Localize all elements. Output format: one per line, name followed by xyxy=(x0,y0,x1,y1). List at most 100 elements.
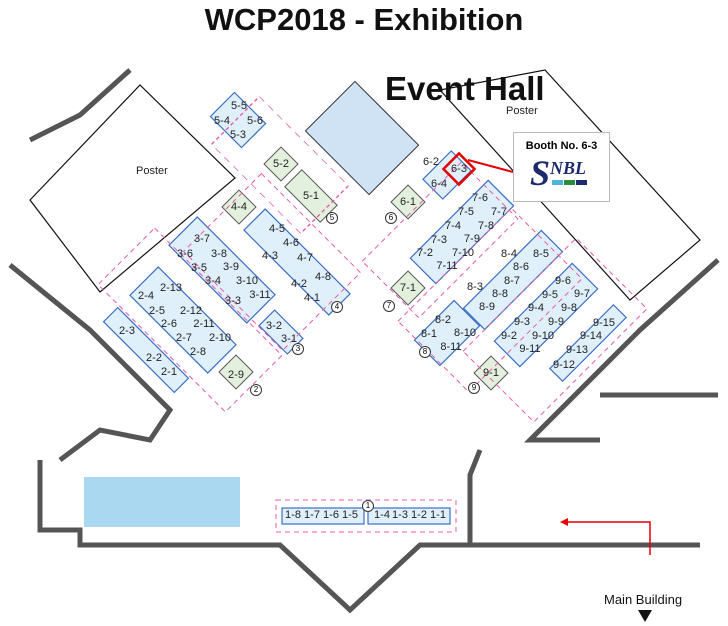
booth-9-1[interactable]: 9-1 xyxy=(483,367,499,379)
booth-9-6[interactable]: 9-6 xyxy=(555,275,571,287)
booth-9-15[interactable]: 9-15 xyxy=(592,317,616,329)
booth-1-2[interactable]: 1-2 xyxy=(411,509,427,521)
booth-2-6[interactable]: 2-6 xyxy=(161,318,177,330)
down-triangle-icon xyxy=(638,610,652,622)
booth-8-3[interactable]: 8-3 xyxy=(467,281,483,293)
booth-8-8[interactable]: 8-8 xyxy=(492,288,508,300)
booth-3-8[interactable]: 3-8 xyxy=(211,248,227,260)
booth-4-3[interactable]: 4-3 xyxy=(262,250,278,262)
booth-7-2[interactable]: 7-2 xyxy=(417,247,433,259)
booth-9-10[interactable]: 9-10 xyxy=(531,330,555,342)
booth-7-3[interactable]: 7-3 xyxy=(431,234,447,246)
booth-2-8[interactable]: 2-8 xyxy=(190,346,206,358)
booth-2-1[interactable]: 2-1 xyxy=(161,366,177,378)
booth-3-7[interactable]: 3-7 xyxy=(194,233,210,245)
booth-5-6[interactable]: 5-6 xyxy=(247,115,263,127)
booth-4-7[interactable]: 4-7 xyxy=(297,252,313,264)
booth-9-8[interactable]: 9-8 xyxy=(561,302,577,314)
booth-3-3[interactable]: 3-3 xyxy=(225,295,241,307)
booth-3-11[interactable]: 3-11 xyxy=(249,289,271,301)
booth-3-4[interactable]: 3-4 xyxy=(205,275,221,287)
highlight-booth-6-3[interactable] xyxy=(441,151,477,187)
booth-1-1[interactable]: 1-1 xyxy=(430,509,446,521)
booth-7-5[interactable]: 7-5 xyxy=(458,206,474,218)
booth-7-8[interactable]: 7-8 xyxy=(478,220,494,232)
seating-block xyxy=(304,80,420,196)
booth-4-4[interactable]: 4-4 xyxy=(231,201,247,213)
booth-8-11[interactable]: 8-11 xyxy=(440,341,462,353)
booth-8-7[interactable]: 8-7 xyxy=(504,275,520,287)
booth-8-2[interactable]: 8-2 xyxy=(435,314,451,326)
booth-4-6[interactable]: 4-6 xyxy=(283,237,299,249)
booth-4-8[interactable]: 4-8 xyxy=(315,271,331,283)
booth-1-3[interactable]: 1-3 xyxy=(392,509,408,521)
booth-1-7[interactable]: 1-7 xyxy=(304,509,320,521)
booth-5-5[interactable]: 5-5 xyxy=(231,100,247,112)
booth-7-10[interactable]: 7-10 xyxy=(451,247,475,259)
zone-number-9: 9 xyxy=(468,382,480,394)
booth-2-3[interactable]: 2-3 xyxy=(119,325,135,337)
booth-strips xyxy=(102,91,628,525)
booth-2-13[interactable]: 2-13 xyxy=(159,282,183,294)
booth-7-9[interactable]: 7-9 xyxy=(464,233,480,245)
booth-2-11[interactable]: 2-11 xyxy=(193,318,215,330)
walls xyxy=(8,68,720,614)
booth-6-3[interactable]: 6-3 xyxy=(451,163,467,175)
booth-4-5[interactable]: 4-5 xyxy=(269,223,285,235)
booth-3-1[interactable]: 3-1 xyxy=(281,333,297,345)
booth-2-9[interactable]: 2-9 xyxy=(228,369,244,381)
booth-7-6[interactable]: 7-6 xyxy=(472,192,488,204)
booth-5-3[interactable]: 5-3 xyxy=(230,129,246,141)
booth-9-7[interactable]: 9-7 xyxy=(574,288,590,300)
booth-3-10[interactable]: 3-10 xyxy=(235,275,259,287)
booth-5-1[interactable]: 5-1 xyxy=(303,190,319,202)
booth-9-4[interactable]: 9-4 xyxy=(528,302,544,314)
booth-9-11[interactable]: 9-11 xyxy=(519,343,541,355)
booth-7-1[interactable]: 7-1 xyxy=(400,282,416,294)
booth-9-3[interactable]: 9-3 xyxy=(514,316,530,328)
booth-2-12[interactable]: 2-12 xyxy=(179,305,203,317)
booth-9-9[interactable]: 9-9 xyxy=(548,316,564,328)
booth-8-5[interactable]: 8-5 xyxy=(533,248,549,260)
booth-3-5[interactable]: 3-5 xyxy=(191,262,207,274)
booth-2-5[interactable]: 2-5 xyxy=(149,305,165,317)
poster-area-left xyxy=(29,84,236,293)
booth-3-2[interactable]: 3-2 xyxy=(266,320,282,332)
zone-number-5: 5 xyxy=(326,212,338,224)
booth-1-6[interactable]: 1-6 xyxy=(323,509,339,521)
booth-1-8[interactable]: 1-8 xyxy=(285,509,301,521)
booth-8-10[interactable]: 8-10 xyxy=(453,327,477,339)
booth-7-7[interactable]: 7-7 xyxy=(491,206,507,218)
booth-9-13[interactable]: 9-13 xyxy=(565,344,589,356)
booth-9-12[interactable]: 9-12 xyxy=(552,359,576,371)
booth-2-7[interactable]: 2-7 xyxy=(176,332,192,344)
booth-9-14[interactable]: 9-14 xyxy=(579,330,603,342)
page-title: WCP2018 - Exhibition xyxy=(204,2,524,37)
booth-2-2[interactable]: 2-2 xyxy=(146,352,162,364)
booth-6-1[interactable]: 6-1 xyxy=(400,196,416,208)
booth-9-2[interactable]: 9-2 xyxy=(501,330,517,342)
zone-number-8: 8 xyxy=(419,346,431,358)
booth-7-11[interactable]: 7-11 xyxy=(436,260,458,272)
booth-5-4[interactable]: 5-4 xyxy=(214,115,230,127)
booth-3-9[interactable]: 3-9 xyxy=(223,261,239,273)
booth-1-4[interactable]: 1-4 xyxy=(374,509,390,521)
booth-2-4[interactable]: 2-4 xyxy=(138,290,154,302)
zone-number-4: 4 xyxy=(331,301,343,313)
booth-1-5[interactable]: 1-5 xyxy=(342,509,358,521)
main-building-label: Main Building xyxy=(604,592,683,607)
booth-8-6[interactable]: 8-6 xyxy=(513,261,529,273)
booth-4-1[interactable]: 4-1 xyxy=(304,292,320,304)
booth-8-9[interactable]: 8-9 xyxy=(479,301,495,313)
booth-4-2[interactable]: 4-2 xyxy=(291,278,307,290)
booth-9-5[interactable]: 9-5 xyxy=(542,289,558,301)
booth-6-4[interactable]: 6-4 xyxy=(431,178,447,190)
booth-2-10[interactable]: 2-10 xyxy=(208,332,232,344)
booth-8-4[interactable]: 8-4 xyxy=(501,248,517,260)
booth-7-4[interactable]: 7-4 xyxy=(445,220,461,232)
booth-6-2[interactable]: 6-2 xyxy=(423,156,439,168)
booth-5-2[interactable]: 5-2 xyxy=(273,158,289,170)
booth-8-1[interactable]: 8-1 xyxy=(421,328,437,340)
booth-3-6[interactable]: 3-6 xyxy=(177,248,193,260)
